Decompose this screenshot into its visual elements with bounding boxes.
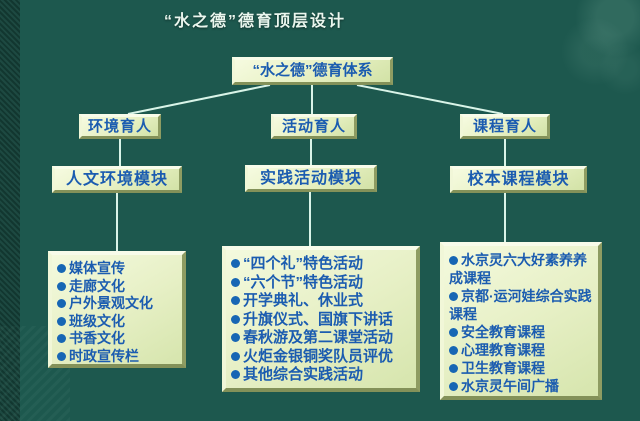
bullet-icon xyxy=(231,351,240,361)
list-item-label: 媒体宣传 xyxy=(69,260,125,276)
list-item-label: 卫生教育课程 xyxy=(461,360,545,376)
list-item-label: 安全教育课程 xyxy=(461,324,545,340)
bullet-icon xyxy=(231,296,240,305)
list-item: 开学典礼、休业式 xyxy=(231,292,412,311)
list-item-label: 班级文化 xyxy=(69,312,125,329)
bullet-icon xyxy=(231,333,240,342)
bullet-icon xyxy=(449,382,458,391)
list-item-label: 火炬金银铜奖队员评优 xyxy=(243,347,394,365)
list-item: 春秋游及第二课堂活动 xyxy=(231,329,412,348)
list-item: 书香文化 xyxy=(57,330,178,348)
list-item-label: “六个节”特色活动 xyxy=(243,273,364,291)
list-item: 时政宣传栏 xyxy=(57,348,178,366)
node-environment-education: 环境育人 xyxy=(79,114,161,139)
bullet-icon xyxy=(449,256,458,265)
list-environment-items: 媒体宣传 走廊文化 户外景观文化 班级文化 书香文化 时政宣传栏 xyxy=(48,251,186,368)
node-curriculum-education: 课程育人 xyxy=(460,114,550,139)
bullet-icon xyxy=(231,314,240,324)
list-item: “六个节”特色活动 xyxy=(231,274,412,293)
list-activity-items: “四个礼”特色活动 “六个节”特色活动 开学典礼、休业式 升旗仪式、国旗下讲话 … xyxy=(222,246,420,392)
list-item-label: 书香文化 xyxy=(69,330,125,346)
bullet-icon xyxy=(57,299,66,308)
list-item: 升旗仪式、国旗下讲话 xyxy=(231,311,412,330)
list-item: 火炬金银铜奖队员评优 xyxy=(231,348,412,367)
list-item: 安全教育课程 xyxy=(449,323,594,341)
list-item-label: 走廊文化 xyxy=(69,277,125,294)
list-item: 走廊文化 xyxy=(57,278,178,296)
list-item: 京都·运河娃综合实践课程 xyxy=(449,287,594,323)
bullet-icon xyxy=(231,277,240,287)
list-item-label: 京都·运河娃综合实践课程 xyxy=(449,288,592,322)
bullet-icon xyxy=(57,281,66,291)
list-item-label: “四个礼”特色活动 xyxy=(243,255,364,272)
list-item: 媒体宣传 xyxy=(57,260,178,278)
list-item: 班级文化 xyxy=(57,313,178,331)
bullet-icon xyxy=(449,364,458,373)
list-item: 其他综合实践活动 xyxy=(231,366,412,385)
list-item-label: 户外景观文化 xyxy=(69,295,153,311)
corner-ornament-top-right xyxy=(540,0,640,115)
list-item: 心理教育课程 xyxy=(449,341,594,359)
node-school-curriculum-module: 校本课程模块 xyxy=(450,166,587,193)
bullet-icon xyxy=(449,346,458,355)
list-item: “四个礼”特色活动 xyxy=(231,255,412,274)
list-item-label: 春秋游及第二课堂活动 xyxy=(243,329,394,346)
left-border-strip xyxy=(0,0,20,421)
list-item-label: 其他综合实践活动 xyxy=(243,366,364,383)
slide-title: “水之德”德育顶层设计 xyxy=(163,13,346,30)
list-item-label: 时政宣传栏 xyxy=(69,347,139,364)
list-item-label: 心理教育课程 xyxy=(461,342,545,358)
list-curriculum-items: 水京灵六大好素养养成课程 京都·运河娃综合实践课程 安全教育课程 心理教育课程 … xyxy=(440,242,602,400)
node-activity-education: 活动育人 xyxy=(271,114,357,139)
node-humanistic-environment-module: 人文环境模块 xyxy=(52,166,182,193)
list-item: 卫生教育课程 xyxy=(449,359,594,377)
list-item-label: 水京灵六大好素养养成课程 xyxy=(449,252,587,286)
list-item-label: 水京灵午间广播 xyxy=(461,378,559,394)
bullet-icon xyxy=(57,334,66,343)
bullet-icon xyxy=(57,351,66,361)
bullet-icon xyxy=(231,370,240,379)
list-item-label: 升旗仪式、国旗下讲话 xyxy=(243,310,394,328)
list-item: 户外景观文化 xyxy=(57,295,178,313)
bullet-icon xyxy=(231,259,240,268)
bullet-icon xyxy=(57,316,66,326)
list-item: 水京灵六大好素养养成课程 xyxy=(449,251,594,287)
list-item: 水京灵午间广播 xyxy=(449,377,594,395)
bullet-icon xyxy=(57,264,66,273)
node-practice-activity-module: 实践活动模块 xyxy=(245,165,377,192)
bullet-icon xyxy=(449,292,458,301)
node-root-system: “水之德”德育体系 xyxy=(232,57,393,85)
list-item-label: 开学典礼、休业式 xyxy=(243,292,364,309)
bullet-icon xyxy=(449,328,458,337)
